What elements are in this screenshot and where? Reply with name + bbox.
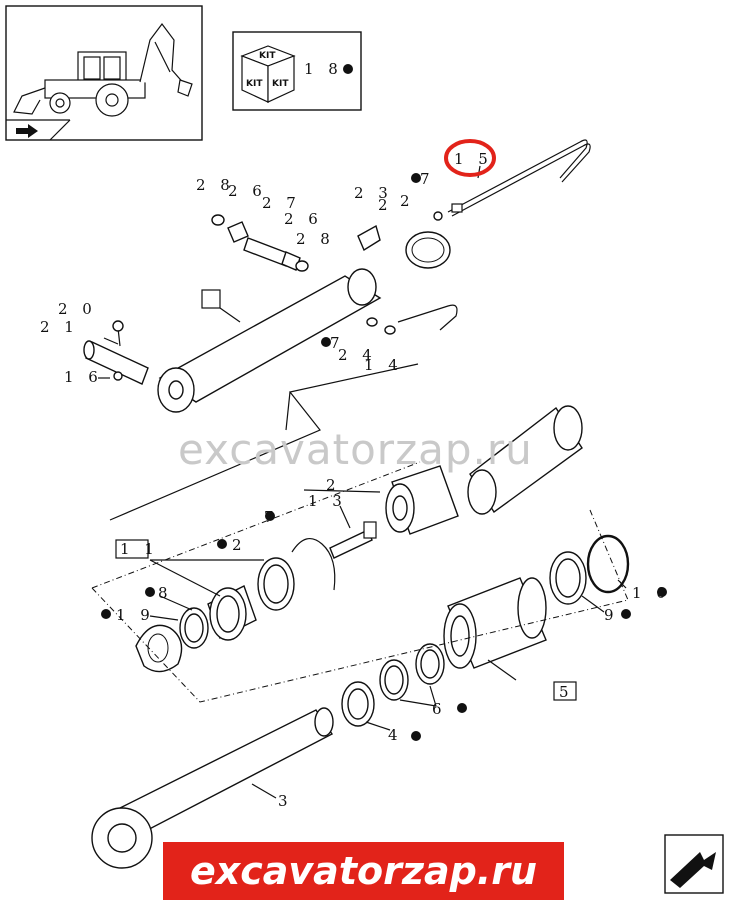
part-ref-box-11 <box>115 539 149 559</box>
label-24: 2 4 <box>338 346 377 364</box>
kit-quantity: 1 8 <box>304 60 343 78</box>
label-5: 5 <box>559 683 574 701</box>
part-ref-box-upper <box>201 289 221 309</box>
label-6: 6 <box>432 700 447 718</box>
next-page-button[interactable] <box>664 834 724 894</box>
kit-dot <box>343 64 353 74</box>
site-banner-text: excavatorzap.ru <box>189 849 538 893</box>
navigate-arrow-icon <box>16 124 38 138</box>
kit-cube-icon <box>240 45 296 103</box>
cylinder-assembly-lower <box>91 405 630 869</box>
callout-dots <box>101 173 667 741</box>
label-2-clamp: 2 <box>400 192 415 210</box>
label-3: 3 <box>278 792 293 810</box>
label-4: 4 <box>388 726 403 744</box>
label-2-head: 2 <box>326 476 341 494</box>
next-arrow-icon <box>670 852 716 888</box>
kit-face-right: KIT <box>272 79 289 89</box>
label-10: 1 0 <box>632 584 671 602</box>
label-28-top: 2 8 <box>196 176 235 194</box>
label-8: 8 <box>158 584 173 602</box>
label-14: 1 4 <box>364 356 403 374</box>
machine-thumbnail[interactable] <box>5 5 203 141</box>
kit-box: KIT KIT KIT 1 8 <box>232 31 362 111</box>
label-9: 9 <box>604 606 619 624</box>
watermark-text: excavatorzap.ru <box>178 425 533 474</box>
kit-face-top: KIT <box>259 51 276 61</box>
kit-face-left: KIT <box>246 79 263 89</box>
part-labels: 2 8 2 6 2 7 2 6 2 8 2 3 2 2 1 5 7 2 0 2 … <box>40 150 671 810</box>
label-13: 1 3 <box>308 492 347 510</box>
label-7-middle: 7 <box>330 334 345 352</box>
label-16: 1 6 <box>64 368 103 386</box>
label-7-lower: 7 <box>264 508 279 526</box>
label-7-upper: 7 <box>420 170 435 188</box>
label-2-ring: 2 <box>232 536 247 554</box>
label-28-bottom: 2 8 <box>296 230 335 248</box>
site-banner[interactable]: excavatorzap.ru <box>163 842 564 900</box>
label-20: 2 0 <box>58 300 97 318</box>
label-15: 1 5 <box>454 150 493 168</box>
label-21: 2 1 <box>40 318 79 336</box>
label-26-bottom: 2 6 <box>284 210 323 228</box>
detail-callout <box>109 363 419 521</box>
label-23: 2 3 <box>354 184 393 202</box>
label-19: 1 9 <box>116 606 155 624</box>
label-2-clip: 2 <box>378 196 393 214</box>
label-27: 2 7 <box>262 194 301 212</box>
highlight-ring-15 <box>444 139 496 177</box>
label-26-top: 2 6 <box>228 182 267 200</box>
cylinder-assembly-upper <box>83 139 591 413</box>
backhoe-loader-icon <box>13 23 193 117</box>
part-ref-box-5 <box>553 681 577 701</box>
label-11: 1 1 <box>120 540 159 558</box>
